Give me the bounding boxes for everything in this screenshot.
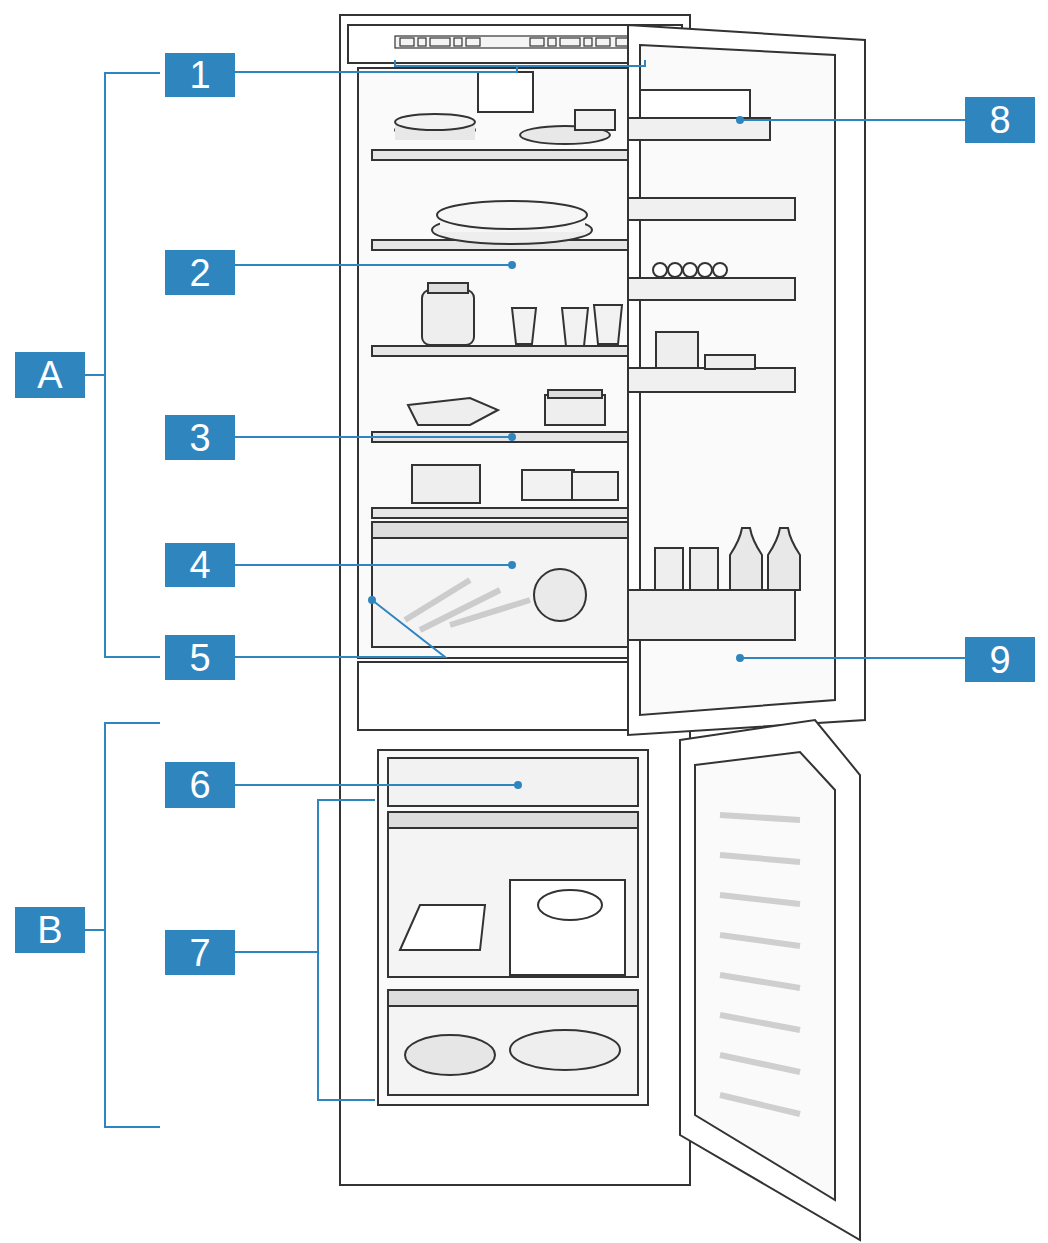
callout-number: B — [37, 911, 62, 949]
callout-box: 7 — [165, 930, 235, 975]
callout-box: 4 — [165, 543, 235, 587]
callout-number: 6 — [189, 766, 210, 804]
callout-box: 8 — [965, 97, 1035, 143]
callout-number: 4 — [189, 546, 210, 584]
callout-number: A — [37, 356, 62, 394]
callout-box: 6 — [165, 762, 235, 808]
callout-number: 3 — [189, 419, 210, 457]
callout-number: 5 — [189, 639, 210, 677]
callout-box: A — [15, 352, 85, 398]
callout-number: 1 — [189, 56, 210, 94]
callout-box: 3 — [165, 415, 235, 460]
callout-number: 9 — [989, 641, 1010, 679]
callout-box: 5 — [165, 635, 235, 680]
callout-number: 8 — [989, 101, 1010, 139]
callout-box: 1 — [165, 53, 235, 97]
callout-box: B — [15, 907, 85, 953]
callout-number: 2 — [189, 254, 210, 292]
callout-number: 7 — [189, 934, 210, 972]
callout-box: 2 — [165, 250, 235, 295]
callout-box: 9 — [965, 637, 1035, 682]
